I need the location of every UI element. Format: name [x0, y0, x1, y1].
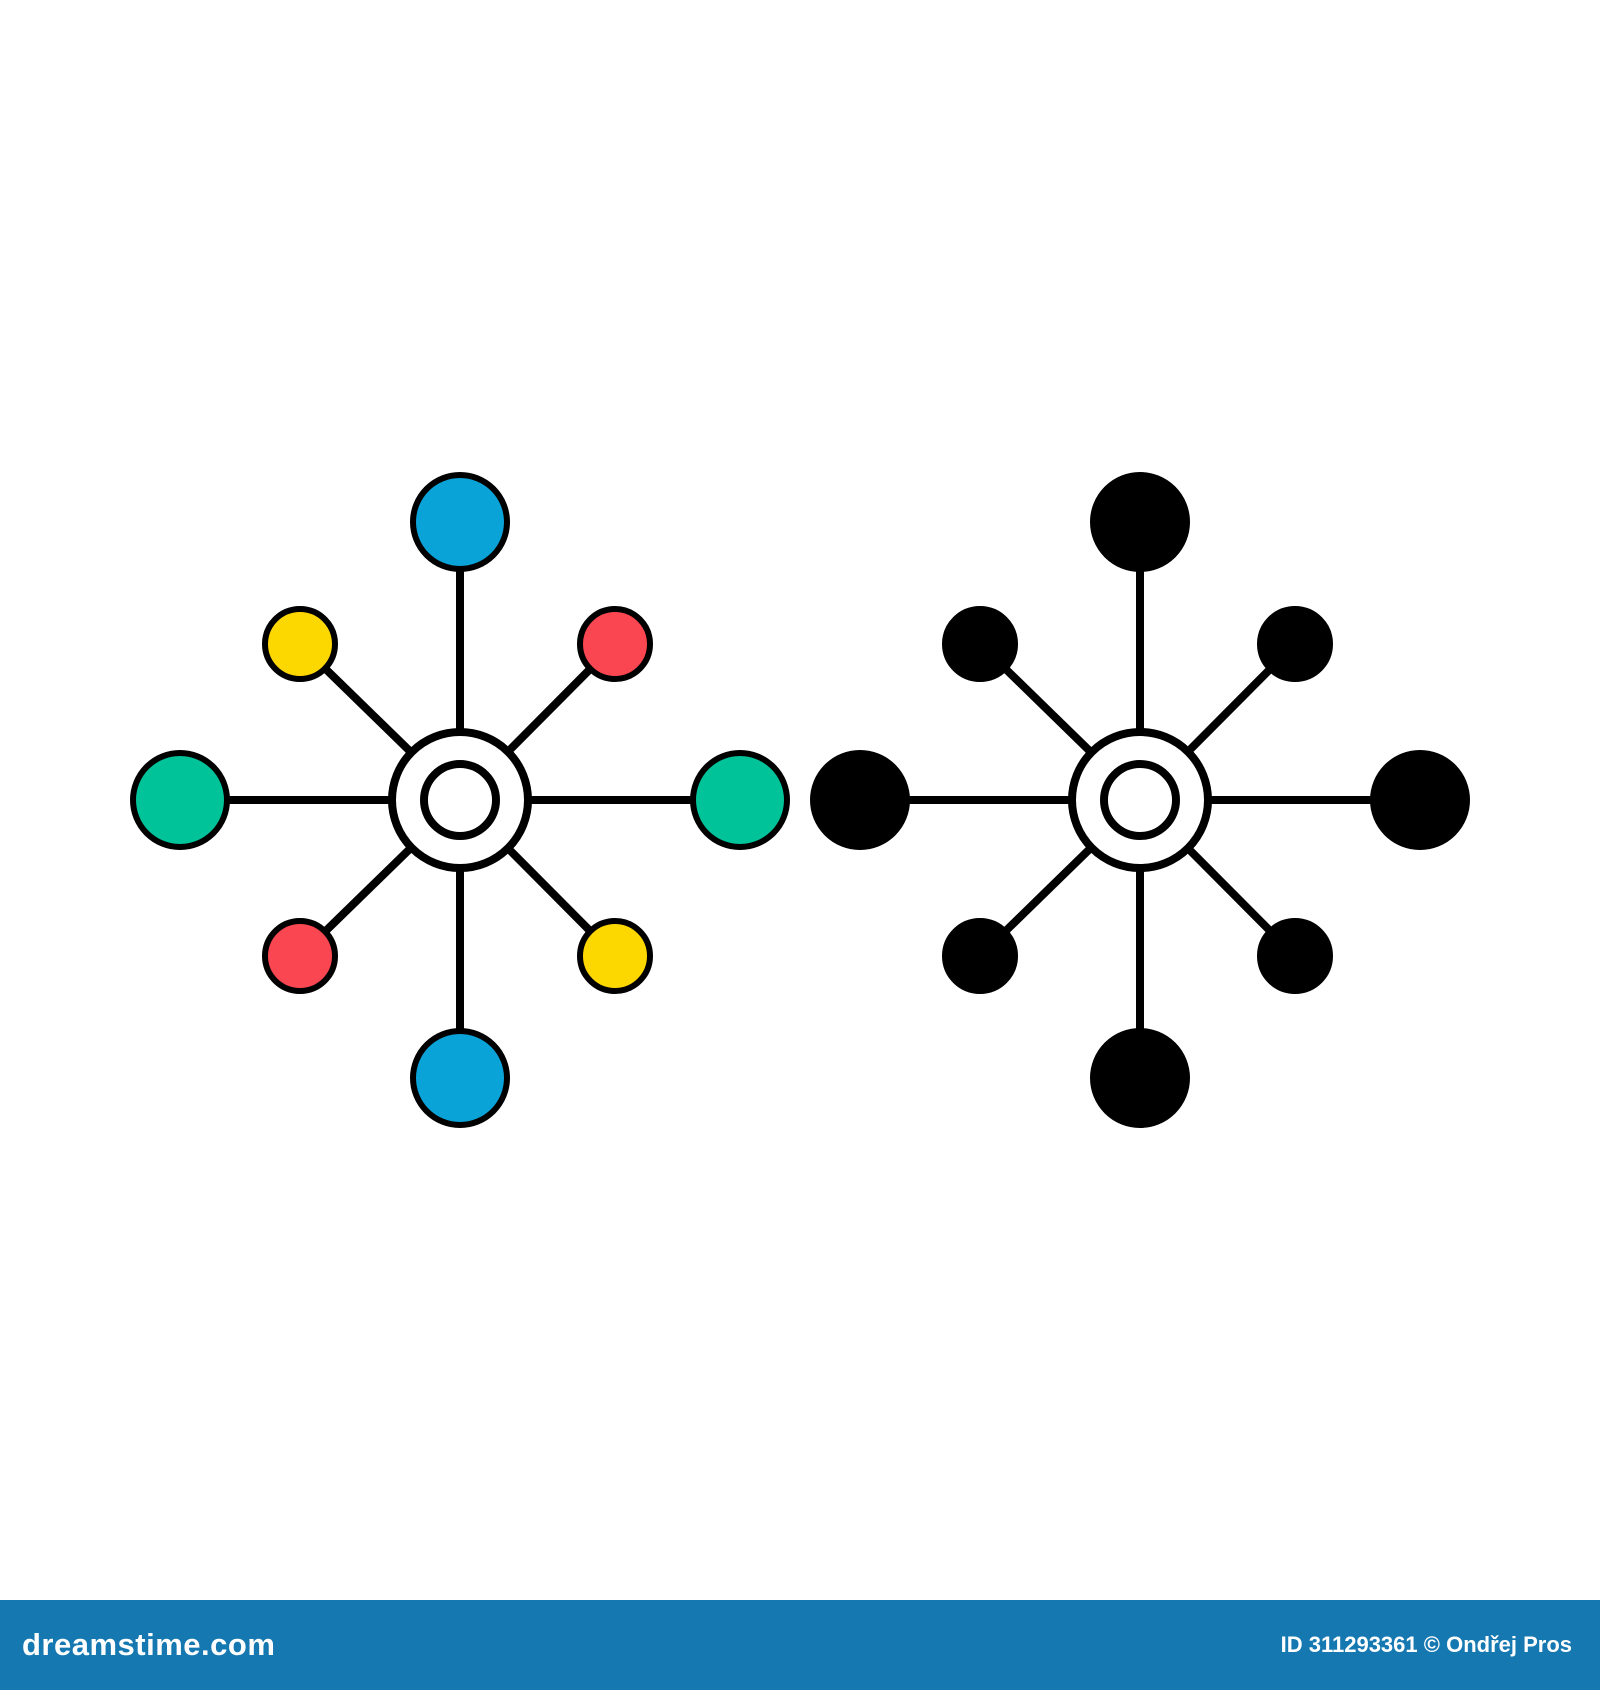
node-top-right [1257, 606, 1333, 682]
node-bottom-left [262, 918, 338, 994]
node-top-right [577, 606, 653, 682]
hub-inner-ring [1100, 760, 1180, 840]
image-credit: ID 311293361 © Ondřej Pros [1280, 1632, 1572, 1657]
node-bottom-left [942, 918, 1018, 994]
node-bottom [1090, 1028, 1190, 1128]
node-bottom [410, 1028, 510, 1128]
node-bottom-right [577, 918, 653, 994]
node-right [690, 750, 790, 850]
node-top-left [262, 606, 338, 682]
icon-artwork [130, 472, 1470, 1128]
network-hub-icon-solid [810, 472, 1470, 1128]
node-top [410, 472, 510, 572]
watermark-footer-bar: dreamstime.com ID 311293361 © Ondřej Pro… [0, 1600, 1600, 1690]
node-left [130, 750, 230, 850]
node-right [1370, 750, 1470, 850]
hub-inner-ring [420, 760, 500, 840]
network-hub-icon-colored [130, 472, 790, 1128]
node-left [810, 750, 910, 850]
node-bottom-right [1257, 918, 1333, 994]
node-top-left [942, 606, 1018, 682]
watermark-brand: dreamstime.com [22, 1627, 276, 1662]
node-top [1090, 472, 1190, 572]
